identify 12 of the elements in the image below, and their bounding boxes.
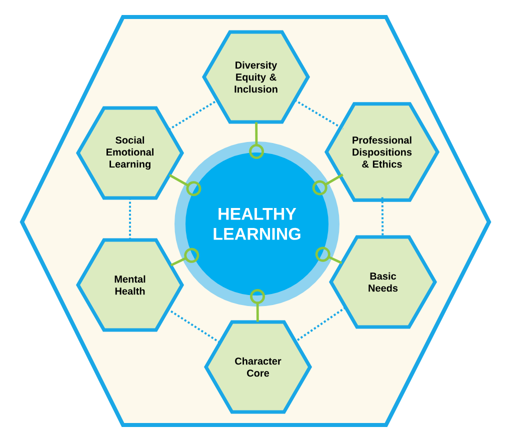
connector-line xyxy=(312,174,344,196)
connector-line xyxy=(170,248,200,266)
connector-line xyxy=(168,308,220,344)
connector-line xyxy=(294,99,344,130)
connector-line xyxy=(250,289,265,322)
connector-line xyxy=(129,198,131,240)
connector-line xyxy=(381,197,384,237)
connector-line xyxy=(168,174,202,196)
connector-line xyxy=(294,306,346,342)
connector-line xyxy=(249,122,264,159)
connector-line xyxy=(168,100,218,130)
connector-line xyxy=(315,246,342,264)
